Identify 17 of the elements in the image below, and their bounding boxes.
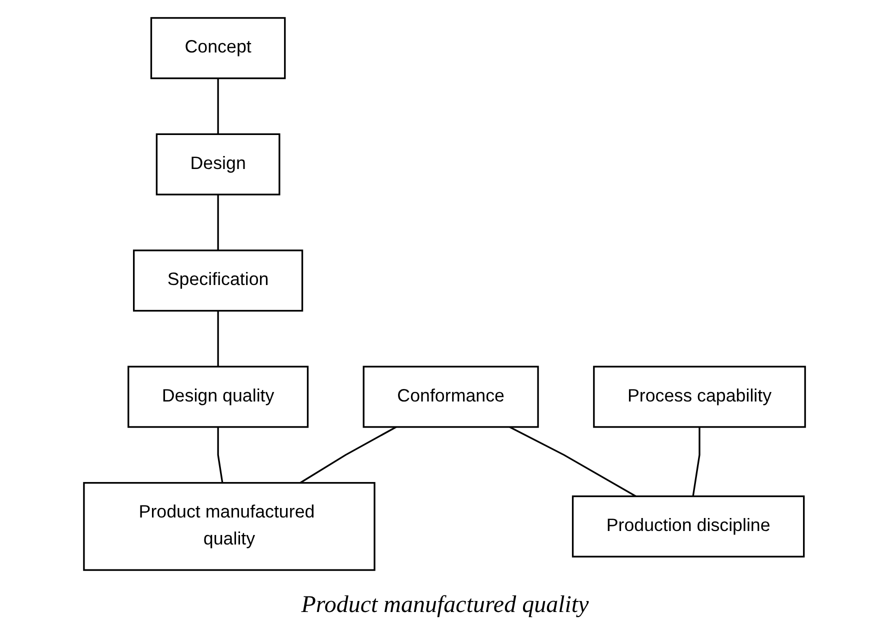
connector	[218, 310, 220, 367]
connector	[300, 426, 398, 484]
connector	[218, 194, 220, 250]
node-box	[156, 133, 281, 196]
node-box	[363, 366, 540, 428]
node-box	[572, 495, 806, 558]
node-box	[133, 250, 304, 312]
node-box	[84, 482, 376, 571]
node-box	[128, 366, 310, 428]
connector	[692, 427, 701, 496]
node-box	[594, 366, 806, 428]
connector	[218, 78, 220, 134]
connector	[218, 427, 224, 483]
node-box	[150, 17, 286, 80]
flowchart-drawing: Concept Design Specification Design quality Product manufactured quality Conformance Process capability Production discipline	[75, 9, 815, 579]
connector	[510, 426, 637, 497]
figure-caption: Product manufactured quality	[301, 592, 589, 619]
